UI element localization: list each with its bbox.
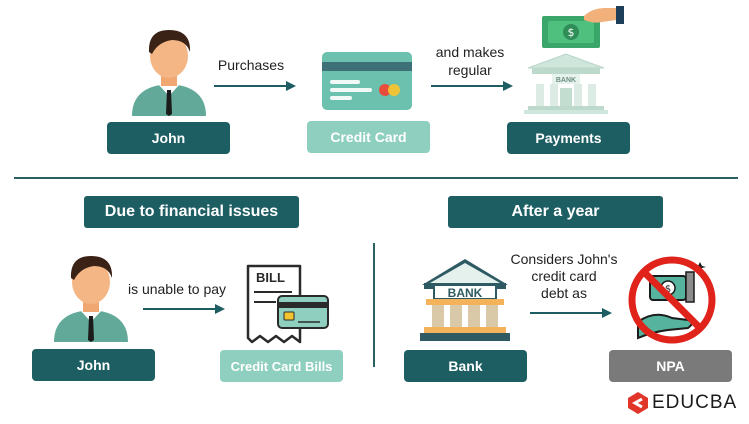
considers-text-line3: debt as (541, 285, 587, 301)
credit-card-bills-label: Credit Card Bills (220, 350, 343, 382)
educba-brand-text: EDUCBA (652, 392, 738, 413)
svg-text:$: $ (665, 284, 671, 295)
heading-after-a-year: After a year (448, 196, 663, 228)
bank-building-icon-top: BANK (524, 53, 608, 114)
educba-logo-icon (628, 392, 648, 414)
no-money-icon: $ (628, 256, 716, 344)
purchases-arrow (214, 81, 296, 91)
unable-to-pay-arrow (143, 304, 225, 314)
bank-label: Bank (404, 350, 527, 382)
npa-label: NPA (609, 350, 732, 382)
purchases-text: Purchases (217, 57, 285, 73)
considers-text-line1: Considers John's (510, 251, 618, 267)
john-person-icon-bottom (54, 256, 128, 342)
considers-arrow (530, 308, 612, 318)
john-person-icon-top (132, 30, 206, 116)
svg-text:BANK: BANK (556, 77, 576, 84)
heading-financial-issues: Due to financial issues (84, 196, 299, 228)
john-label-top: John (107, 122, 230, 154)
bank-icon: BANK (420, 259, 510, 341)
unable-to-pay-text: is unable to pay (127, 281, 227, 297)
horizontal-divider (14, 177, 738, 179)
vertical-divider (373, 243, 375, 367)
svg-text:BANK: BANK (448, 286, 483, 300)
bill-document-icon: BILL (246, 264, 329, 344)
john-label-bottom: John (32, 349, 155, 381)
payments-arrow (431, 81, 513, 91)
credit-card-label: Credit Card (307, 121, 430, 153)
svg-text:$: $ (568, 26, 575, 39)
svg-text:BILL: BILL (256, 270, 285, 285)
payments-label: Payments (507, 122, 630, 154)
credit-card-icon (322, 52, 412, 110)
regular-text: regular (448, 62, 492, 78)
money-hand-icon: $ (542, 6, 624, 48)
considers-text-line2: credit card (531, 268, 597, 284)
and-makes-text: and makes (435, 44, 505, 60)
